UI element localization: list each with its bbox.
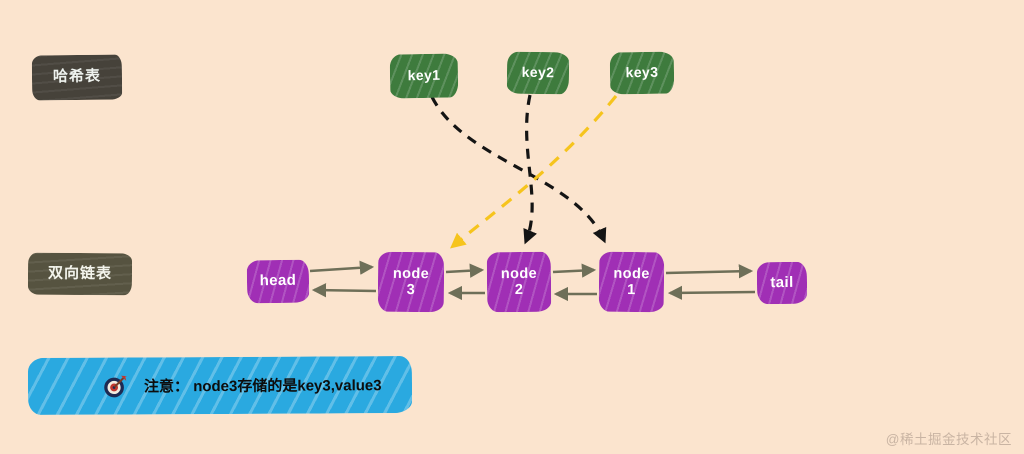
key-box-1: key1	[389, 53, 459, 99]
key1-label: key1	[407, 66, 441, 84]
node-box-1: node 1	[598, 251, 665, 313]
key-box-2: key2	[506, 51, 570, 95]
node-box-2: node 2	[486, 251, 552, 313]
node1-number: 1	[627, 281, 636, 299]
hash-table-label-text: 哈希表	[52, 67, 102, 86]
mapping-key1-node1	[430, 96, 607, 244]
note-text: 注意： node3存储的是key3,value3	[143, 377, 382, 396]
node-box-head: head	[246, 259, 310, 304]
linked-list-label: 双向链表	[27, 252, 133, 296]
node-box-3: node 3	[377, 251, 445, 313]
note-banner: 注意： node3存储的是key3,value3	[27, 355, 413, 416]
key-box-3: key3	[609, 51, 675, 95]
node2-label: node	[500, 265, 538, 282]
head-label: head	[259, 271, 297, 290]
mapping-key2-node2	[523, 94, 538, 245]
node2-number: 2	[514, 281, 524, 299]
watermark: @稀土掘金技术社区	[885, 432, 1012, 447]
linked-list-label-text: 双向链表	[47, 264, 113, 282]
hash-table-label: 哈希表	[31, 54, 123, 101]
tail-label: tail	[770, 273, 794, 291]
dart-target-icon	[100, 371, 130, 401]
node3-number: 3	[406, 281, 416, 299]
node1-label: node	[613, 265, 650, 282]
key2-label: key2	[521, 63, 555, 81]
node3-label: node	[392, 265, 430, 282]
mapping-key3-node3	[450, 94, 618, 249]
key3-label: key3	[625, 63, 659, 81]
node-box-tail: tail	[756, 261, 808, 305]
